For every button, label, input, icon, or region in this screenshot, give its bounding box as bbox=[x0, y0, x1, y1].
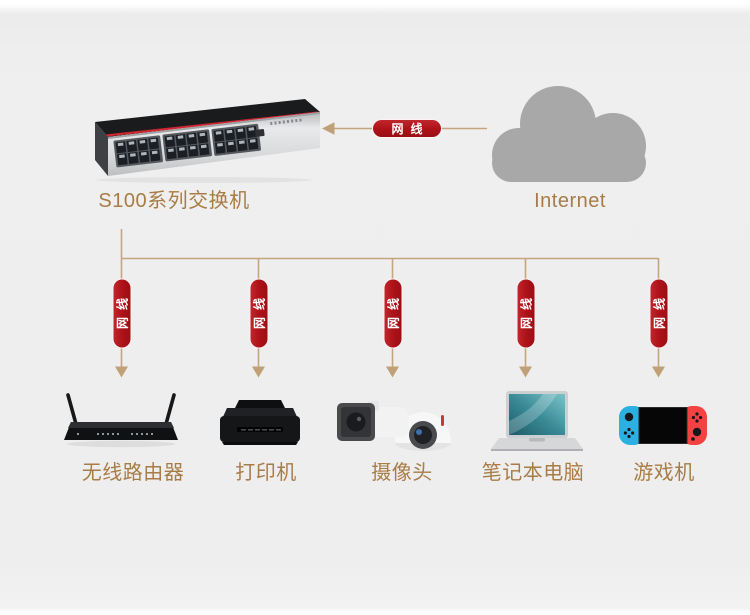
down-arrowhead-icon bbox=[386, 366, 399, 378]
lan-cable-pill-label: 网线 bbox=[518, 290, 533, 329]
lan-cable-pill-1: 网线 bbox=[112, 278, 131, 348]
device-label-wireless-router: 无线路由器 bbox=[81, 462, 185, 484]
laptop-icon bbox=[491, 391, 583, 451]
game-console-icon bbox=[619, 406, 707, 445]
lan-cable-pill-3: 网线 bbox=[383, 278, 402, 348]
device-label-laptop: 笔记本电脑 bbox=[481, 462, 585, 484]
switch-panel-edge bbox=[108, 112, 320, 139]
port-group-3 bbox=[211, 123, 261, 156]
dome-camera-lens bbox=[414, 426, 432, 444]
down-arrowhead-icon bbox=[115, 366, 128, 378]
router-leds bbox=[77, 433, 153, 435]
bullet-camera-body bbox=[365, 407, 409, 437]
camera-icon bbox=[337, 401, 451, 451]
router-antenna-left bbox=[66, 393, 78, 426]
uplink-cable-pill-label: 网线 bbox=[391, 121, 430, 136]
switch-red-stripe bbox=[105, 111, 319, 137]
switch-shadow bbox=[96, 177, 312, 183]
printer-icon bbox=[220, 400, 300, 445]
internet-cloud-icon bbox=[492, 86, 646, 182]
laptop-base bbox=[491, 438, 583, 449]
device-label-printer: 打印机 bbox=[235, 462, 297, 484]
switch-top-face bbox=[95, 99, 320, 137]
device-label-camera: 摄像头 bbox=[371, 462, 433, 484]
switch-24port-icon bbox=[95, 99, 320, 183]
down-arrowhead-icon bbox=[652, 366, 665, 378]
lan-cable-pill-label: 网线 bbox=[651, 290, 666, 329]
port-group-2 bbox=[162, 129, 212, 162]
lan-cable-pill-2: 网线 bbox=[249, 278, 268, 348]
switch-left-face bbox=[95, 122, 108, 176]
down-arrowhead-icon bbox=[519, 366, 532, 378]
lan-cable-pill-4: 网线 bbox=[516, 278, 535, 348]
switch-panel-details bbox=[255, 118, 302, 137]
internet-label: Internet bbox=[534, 190, 606, 212]
lan-cable-pill-label: 网线 bbox=[114, 290, 129, 329]
device-label-game-console: 游戏机 bbox=[633, 462, 695, 484]
lan-cable-pill-label: 网线 bbox=[251, 290, 266, 329]
laptop-screen bbox=[509, 394, 565, 435]
uplink-cable-pill: 网线 bbox=[372, 119, 442, 138]
switch-label: S100系列交换机 bbox=[98, 190, 250, 212]
wireless-router-icon bbox=[64, 393, 178, 448]
console-screen bbox=[638, 407, 688, 444]
router-antenna-right bbox=[164, 393, 176, 426]
bullet-camera-lens bbox=[346, 412, 366, 432]
lan-cable-pill-label: 网线 bbox=[385, 290, 400, 329]
lan-cable-pill-5: 网线 bbox=[649, 278, 668, 348]
printer-lid bbox=[235, 400, 285, 408]
down-arrowhead-icon bbox=[252, 366, 265, 378]
port-group-1 bbox=[113, 135, 163, 168]
